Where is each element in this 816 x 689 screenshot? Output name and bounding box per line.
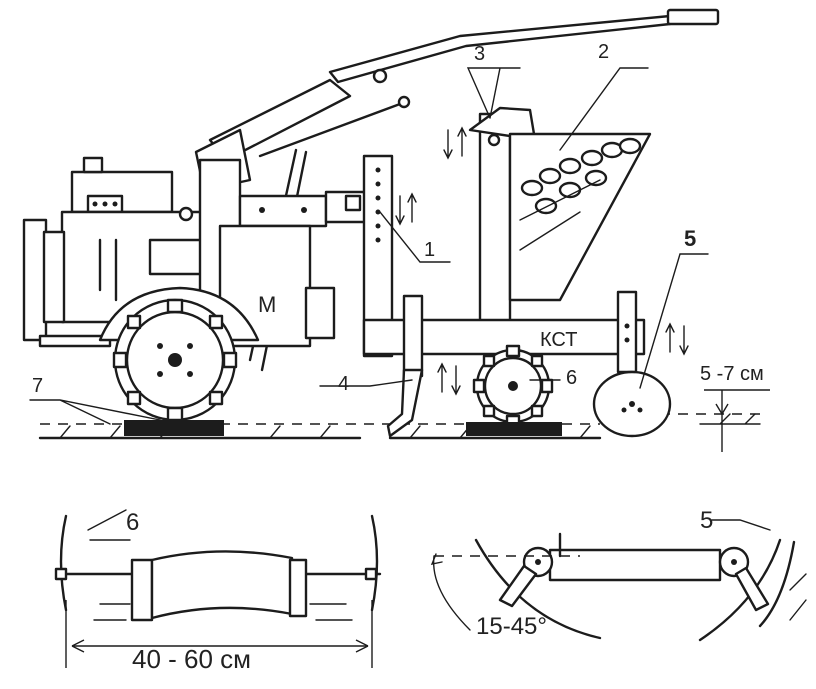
drive-wheel — [98, 286, 260, 422]
depth-label: 5 -7 см — [700, 363, 764, 385]
callout-4: 4 — [338, 373, 349, 395]
detail-5-label: 5 — [700, 507, 713, 534]
track-block-press — [466, 422, 562, 436]
covering-disk — [592, 370, 672, 438]
furrow-opener — [386, 294, 424, 438]
detail-6-label: 6 — [126, 509, 139, 536]
depth-dimension — [704, 389, 770, 452]
detail-disk-assembly — [430, 519, 807, 642]
callout-leaders — [29, 67, 709, 425]
press-wheel — [472, 344, 554, 428]
callout-5: 5 — [684, 226, 696, 251]
width-label: 40 - 60 см — [132, 644, 251, 674]
callout-1: 1 — [424, 239, 435, 261]
track-block-main — [124, 420, 224, 436]
motor-label: М — [258, 292, 276, 317]
kst-label: КСТ — [540, 329, 577, 351]
detail-press-roller — [54, 509, 382, 668]
callout-6: 6 — [566, 367, 577, 389]
angle-label: 15-45° — [476, 613, 547, 640]
adjust-arrows — [395, 126, 689, 396]
callout-2: 2 — [598, 41, 609, 63]
seed-hopper — [468, 106, 652, 326]
callout-3: 3 — [474, 43, 485, 65]
callout-7: 7 — [32, 375, 43, 397]
